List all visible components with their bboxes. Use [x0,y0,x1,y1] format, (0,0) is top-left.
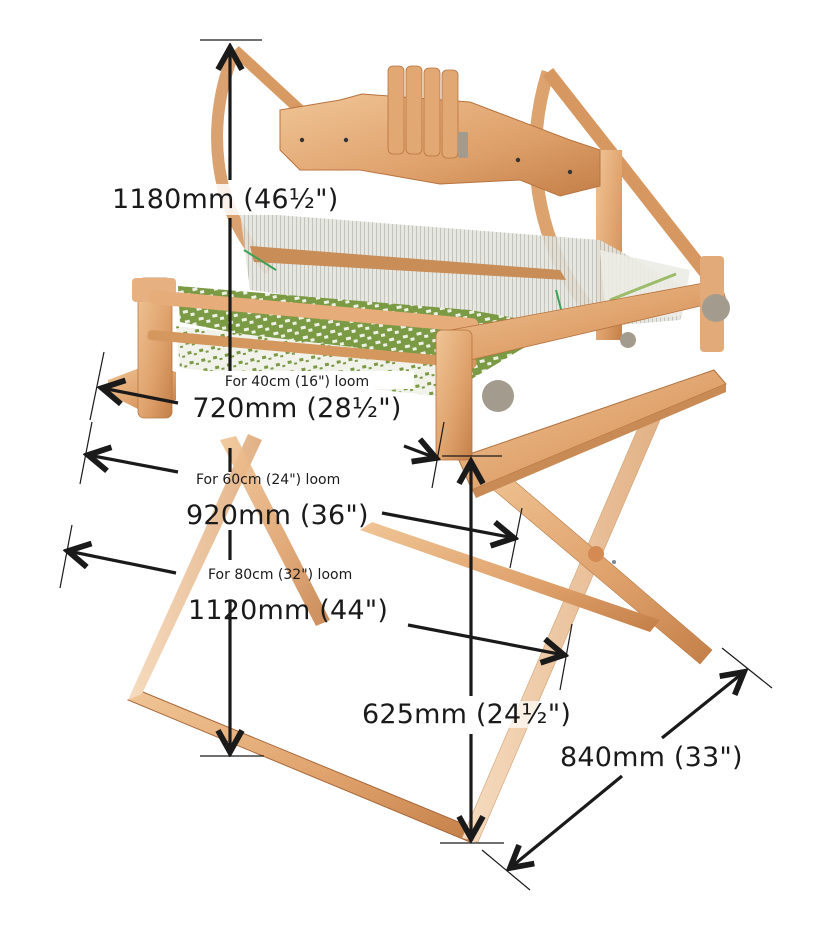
depth-arrow-bottom [510,774,624,868]
depth-label: 840mm (33") [560,742,743,773]
width-80-caption: For 80cm (32") loom [208,567,353,583]
width-60-caption: For 60cm (24") loom [196,472,341,488]
width-60-arrow-left [88,455,179,474]
width-40-arrow-left [102,388,179,403]
width-40-caption: For 40cm (16") loom [180,371,414,389]
tension-knob [620,332,636,348]
width-80-arrow-left [68,551,177,575]
ratchet-knob-front [482,380,514,412]
width-60-arrow-right [381,511,514,538]
depth-arrow-top [660,672,744,740]
width-80-label: 1120mm (44") [188,595,389,626]
height-total-label: 1180mm (46½") [108,184,343,215]
stand-height-label: 625mm (24½") [362,699,572,730]
width-80-arrow-right [407,623,564,655]
right-side-frame [435,256,730,461]
shaft-levers [387,65,468,159]
width-40-arrow-right [403,446,436,458]
dimension-lines [59,39,773,891]
width-40-label: 720mm (28½") [180,393,414,428]
ratchet-knob-rear [702,294,730,322]
width-60-label: 920mm (36") [186,500,369,531]
folding-stand [127,413,713,843]
